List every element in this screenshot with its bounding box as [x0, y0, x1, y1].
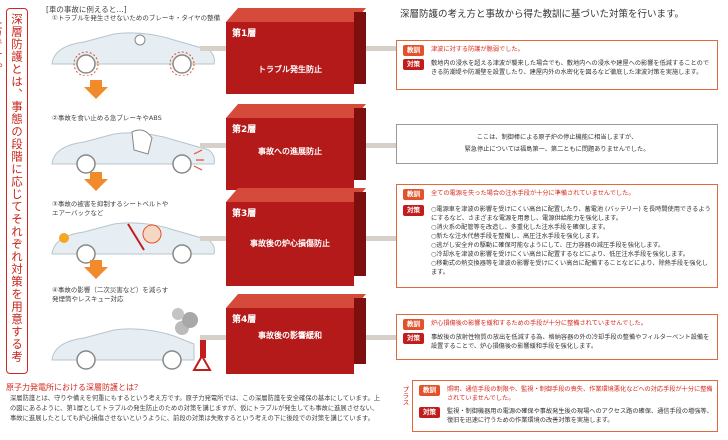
measure-item: ○逃がし安全弁の駆動に確保可能なようにして、圧力容器の減圧手段を強化します。 — [431, 242, 665, 249]
measure-box-5: 教訓 照明、通信手段の制限や、監視・制御手段の喪失、作業環境悪化などへの対応手段… — [412, 380, 718, 432]
box2-line-1: ここは、制御棒による原子炉の停止機能に相当しますが、 — [476, 134, 638, 141]
measure-tag: 対策 — [403, 333, 424, 344]
car-panel-2: ②事故を食い止める急ブレーキやABS — [44, 114, 220, 174]
measure-tag: 対策 — [403, 205, 424, 216]
measure-item: ○消火系の配管等を改造し、多重化した注水手段を確保します。 — [431, 224, 610, 231]
down-arrow-icon — [84, 267, 108, 279]
layer-number: 第1層 — [232, 29, 257, 39]
bottom-title: 原子力発電所における深層防護とは？ — [6, 383, 142, 392]
car-illustration — [51, 222, 215, 264]
car-step-label: ①トラブルを発生させないためのブレーキ・タイヤの整備 — [52, 14, 221, 22]
measure-text: 監視・制御機器用の電源の確保や事故発生後の現場へのアクセス路の確保、通信手段の増… — [447, 408, 713, 424]
measure-item: ○新たな注水代替手段を整備し、高圧注水手段を強化します。 — [431, 233, 603, 240]
layer-number: 第4層 — [232, 315, 257, 325]
car-panel-1: ①トラブルを発生させないためのブレーキ・タイヤの整備 — [44, 14, 220, 76]
lesson-tag: 教訓 — [403, 189, 424, 200]
layer-block-3: 第3層 事故後の炉心損傷防止 — [226, 188, 366, 286]
lesson-tag: 教訓 — [419, 385, 440, 396]
lesson-tag: 教訓 — [403, 319, 424, 330]
layer-number: 第3層 — [232, 209, 257, 219]
down-arrow-icon — [84, 179, 108, 191]
examples-header: [車の事故に例えると…] — [46, 5, 127, 14]
car-step-label: ④事故の影響（二次災害など）を減らす 発煙筒やレスキュー対応 — [52, 286, 169, 303]
measure-text: 敷地内の浸水を超える津波が襲来した場合でも、敷地内への浸水や建屋への影響を低減す… — [431, 60, 710, 76]
layer-name: 事故への進展防止 — [258, 147, 322, 156]
layer-block-1: 第1層 トラブル発生防止 — [226, 8, 366, 94]
lesson-tag: 教訓 — [403, 45, 424, 56]
car-illustration — [51, 129, 215, 174]
layer-number: 第2層 — [232, 125, 257, 135]
lesson-text: 全ての電源を失った場合の注水手段が十分に準備されていませんでした。 — [431, 190, 635, 197]
layer-name: トラブル発生防止 — [258, 65, 322, 74]
car-panel-3: ③事故の被害を抑制するシートベルトや エアーバックなど — [44, 200, 220, 264]
box2-line-2: 緊急停止については福島第一、第二ともに問題ありませんでした。 — [464, 146, 650, 153]
measure-box-1: 教訓 津波に対する防護が脆弱でした。 対策 敷地内の浸水を超える津波が襲来した場… — [396, 40, 718, 90]
bottom-text: 深層防護とは、守りや備えを何重にもするという考え方です。原子力発電所では、この深… — [10, 395, 381, 422]
layer-block-4: 第4層 事故後の影響緩和 — [226, 294, 366, 374]
measure-tag: 対策 — [419, 407, 440, 418]
lesson-text: 照明、通信手段の制限や、監視・制御手段の喪失、作業環境悪化などへの対応手段が十分… — [447, 386, 713, 402]
measure-text: 事故後の放射性物質の放出を低減する為、格納容器の外の冷却手段の整備やフィルターベ… — [431, 334, 710, 350]
lesson-text: 炉心損傷後の影響を緩和するための手段が十分に整備されていませんでした。 — [431, 320, 647, 327]
car-illustration — [51, 32, 215, 76]
measure-item: ○電源車を津波の影響を受けにくい高台に配置したり、蓄電池 (バッテリー) を長時… — [431, 206, 711, 222]
measure-tag: 対策 — [403, 59, 424, 70]
lesson-text: 津波に対する防護が脆弱でした。 — [431, 46, 524, 53]
layer-block-2: 第2層 事故への進展防止 — [226, 104, 366, 190]
car-panel-4: ④事故の影響（二次災害など）を減らす 発煙筒やレスキュー対応 — [44, 286, 220, 371]
vertical-title: 深層防護とは、事態の段階に応じてそれぞれ対策を用意する考え方です。 — [0, 8, 28, 374]
car-illustration — [51, 308, 212, 371]
plus-label: プラス — [398, 386, 410, 426]
layer-name: 事故後の影響緩和 — [258, 331, 322, 340]
measure-box-3: 教訓 全ての電源を失った場合の注水手段が十分に準備されていませんでした。 対策 … — [396, 184, 718, 288]
right-title: 深層防護の考え方と事故から得た教訓に基づいた対策を行います。 — [400, 9, 685, 20]
layer-name: 事故後の炉心損傷防止 — [250, 239, 330, 248]
measure-item: ○冷却水を津波の影響を受けにくい高台に配置するなどにより、低圧注水手段を強化しま… — [431, 251, 689, 258]
measure-item: ○移動式の熱交換器等を津波の影響を受けにくい高台に配備することなどにより、除熱手… — [431, 260, 708, 276]
car-step-label: ③事故の被害を抑制するシートベルトや エアーバックなど — [52, 200, 169, 217]
car-step-label: ②事故を食い止める急ブレーキやABS — [52, 114, 162, 122]
measure-box-2: ここは、制御棒による原子炉の停止機能に相当しますが、 緊急停止については福島第一… — [396, 124, 718, 164]
down-arrow-icon — [84, 87, 108, 99]
measure-box-4: 教訓 炉心損傷後の影響を緩和するための手段が十分に整備されていませんでした。 対… — [396, 314, 718, 360]
